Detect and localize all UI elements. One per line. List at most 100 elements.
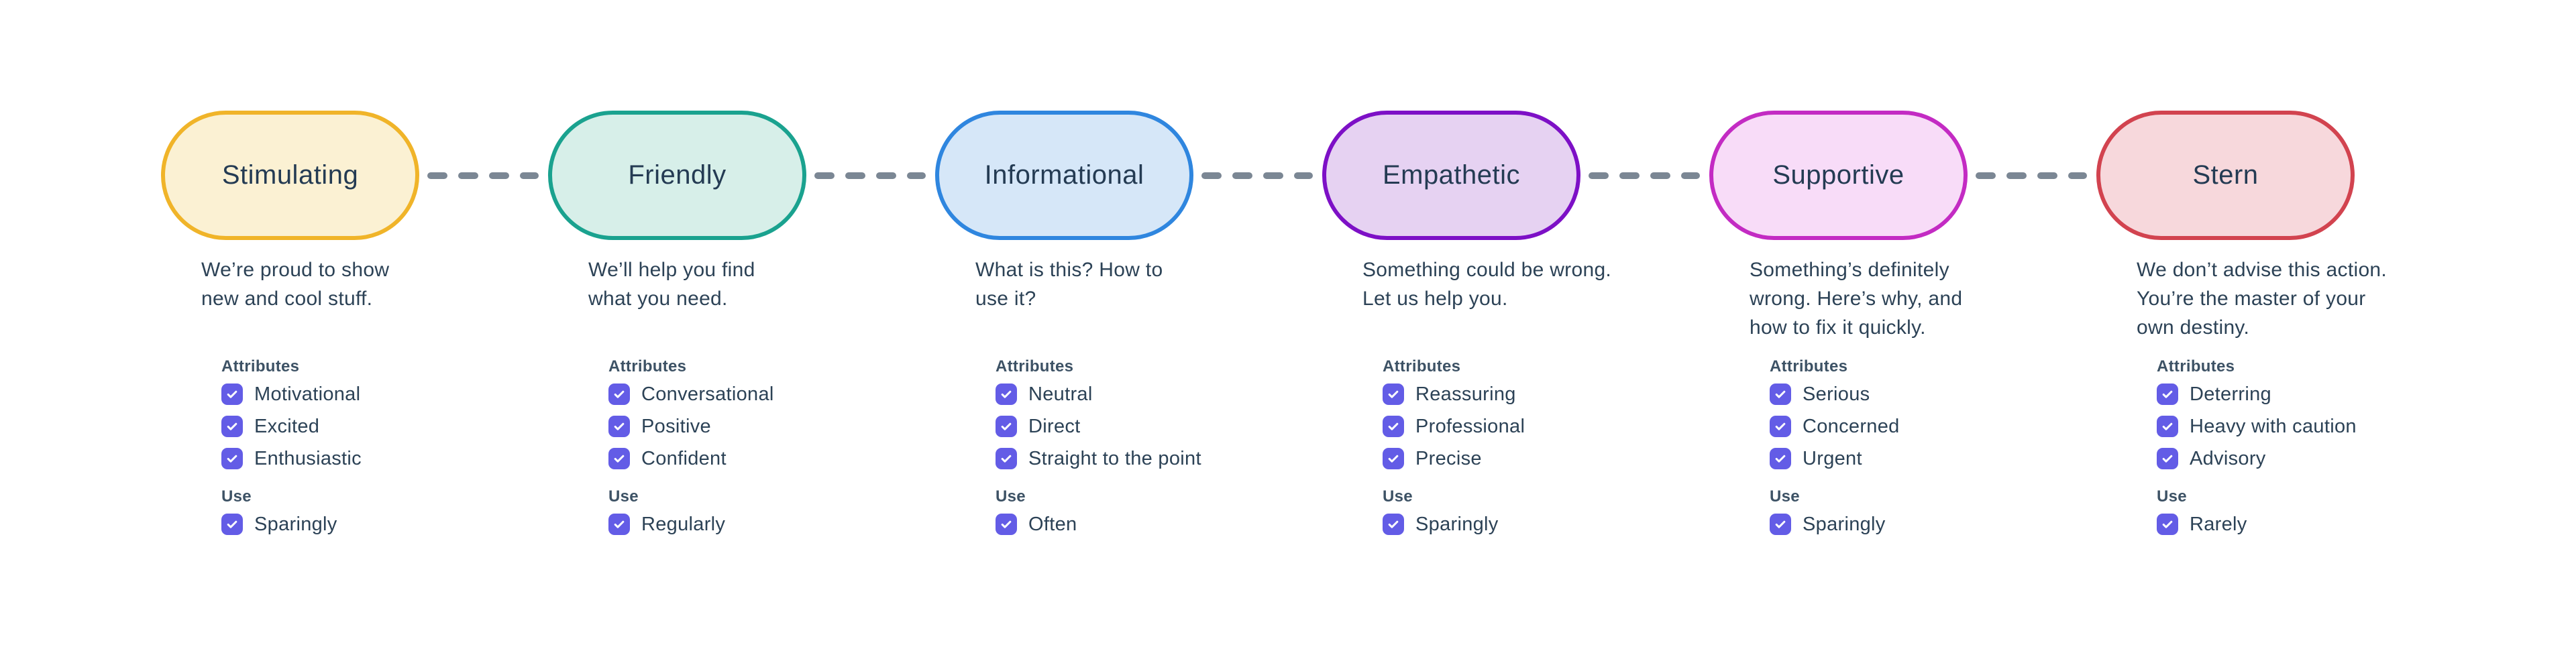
attribute-label: Urgent bbox=[1803, 447, 1862, 469]
use-row: Sparingly bbox=[221, 513, 362, 536]
check-icon bbox=[1001, 390, 1012, 398]
checkbox-checked[interactable] bbox=[1770, 514, 1791, 535]
tone-pill-label: Stern bbox=[2192, 160, 2259, 190]
use-label: Sparingly bbox=[254, 513, 337, 535]
tone-pill: Supportive bbox=[1709, 111, 1968, 240]
check-icon bbox=[227, 390, 237, 398]
attribute-row: Advisory bbox=[2157, 447, 2357, 470]
tone-column-empathetic: Empathetic Something could be wrong. Let… bbox=[1322, 0, 1709, 649]
tone-details: Attributes Conversational Positive Confi… bbox=[608, 357, 774, 545]
checkbox-checked[interactable] bbox=[608, 384, 630, 405]
use-label: Often bbox=[1028, 513, 1077, 535]
checkbox-checked[interactable] bbox=[221, 384, 243, 405]
checkbox-checked[interactable] bbox=[1770, 416, 1791, 437]
attribute-row: Excited bbox=[221, 415, 362, 438]
check-icon bbox=[614, 422, 625, 430]
attribute-row: Heavy with caution bbox=[2157, 415, 2357, 438]
checkbox-checked[interactable] bbox=[608, 416, 630, 437]
check-icon bbox=[1001, 422, 1012, 430]
checkbox-checked[interactable] bbox=[1383, 384, 1404, 405]
tone-details: Attributes Reassuring Professional Preci… bbox=[1383, 357, 1525, 545]
attribute-row: Reassuring bbox=[1383, 383, 1525, 406]
check-icon bbox=[1388, 422, 1399, 430]
attribute-row: Direct bbox=[996, 415, 1201, 438]
tone-pill-label: Informational bbox=[984, 160, 1144, 190]
check-icon bbox=[227, 520, 237, 528]
attribute-label: Neutral bbox=[1028, 383, 1093, 405]
attribute-row: Serious bbox=[1770, 383, 1900, 406]
checkbox-checked[interactable] bbox=[608, 448, 630, 469]
attribute-label: Serious bbox=[1803, 383, 1870, 405]
use-label: Rarely bbox=[2190, 513, 2247, 535]
use-header: Use bbox=[1383, 487, 1413, 506]
use-row: Often bbox=[996, 513, 1201, 536]
attribute-row: Concerned bbox=[1770, 415, 1900, 438]
use-label: Sparingly bbox=[1803, 513, 1886, 535]
check-icon bbox=[2162, 390, 2173, 398]
tone-pill-label: Friendly bbox=[628, 160, 727, 190]
attribute-row: Conversational bbox=[608, 383, 774, 406]
use-row: Sparingly bbox=[1383, 513, 1525, 536]
checkbox-checked[interactable] bbox=[221, 514, 243, 535]
attribute-label: Professional bbox=[1415, 415, 1525, 437]
attribute-row: Urgent bbox=[1770, 447, 1900, 470]
attribute-row: Professional bbox=[1383, 415, 1525, 438]
checkbox-checked[interactable] bbox=[2157, 384, 2178, 405]
checkbox-checked[interactable] bbox=[1383, 514, 1404, 535]
checkbox-checked[interactable] bbox=[996, 514, 1017, 535]
checkbox-checked[interactable] bbox=[996, 448, 1017, 469]
check-icon bbox=[1775, 520, 1786, 528]
tone-pill: Stern bbox=[2096, 111, 2355, 240]
check-icon bbox=[2162, 455, 2173, 463]
checkbox-checked[interactable] bbox=[996, 384, 1017, 405]
checkbox-checked[interactable] bbox=[221, 448, 243, 469]
attribute-row: Positive bbox=[608, 415, 774, 438]
use-header: Use bbox=[608, 487, 639, 506]
attribute-label: Direct bbox=[1028, 415, 1081, 437]
checkbox-checked[interactable] bbox=[221, 416, 243, 437]
use-header: Use bbox=[1770, 487, 1800, 506]
checkbox-checked[interactable] bbox=[1770, 448, 1791, 469]
check-icon bbox=[1388, 390, 1399, 398]
attributes-header: Attributes bbox=[996, 357, 1074, 375]
checkbox-checked[interactable] bbox=[2157, 448, 2178, 469]
checkbox-checked[interactable] bbox=[2157, 514, 2178, 535]
tone-pill: Friendly bbox=[548, 111, 806, 240]
use-header: Use bbox=[2157, 487, 2187, 506]
attribute-row: Deterring bbox=[2157, 383, 2357, 406]
tone-column-supportive: Supportive Something’s definitely wrong.… bbox=[1709, 0, 2096, 649]
attribute-row: Straight to the point bbox=[996, 447, 1201, 470]
use-header: Use bbox=[996, 487, 1026, 506]
check-icon bbox=[614, 520, 625, 528]
attribute-label: Positive bbox=[641, 415, 711, 437]
checkbox-checked[interactable] bbox=[1770, 384, 1791, 405]
checkbox-checked[interactable] bbox=[1383, 448, 1404, 469]
checkbox-checked[interactable] bbox=[996, 416, 1017, 437]
check-icon bbox=[227, 455, 237, 463]
attribute-row: Precise bbox=[1383, 447, 1525, 470]
checkbox-checked[interactable] bbox=[608, 514, 630, 535]
checkbox-checked[interactable] bbox=[1383, 416, 1404, 437]
check-icon bbox=[2162, 520, 2173, 528]
attribute-row: Neutral bbox=[996, 383, 1201, 406]
tone-description: Something could be wrong. Let us help yo… bbox=[1362, 259, 1612, 310]
attribute-label: Heavy with caution bbox=[2190, 415, 2357, 437]
use-row: Rarely bbox=[2157, 513, 2357, 536]
check-icon bbox=[2162, 422, 2173, 430]
check-icon bbox=[227, 422, 237, 430]
attributes-header: Attributes bbox=[221, 357, 300, 375]
tone-pill: Stimulating bbox=[161, 111, 419, 240]
tone-description: We don’t advise this action. You’re the … bbox=[2137, 259, 2387, 339]
use-row: Sparingly bbox=[1770, 513, 1900, 536]
tone-description: We’re proud to show new and cool stuff. bbox=[201, 259, 390, 310]
tone-description: Something’s definitely wrong. Here’s why… bbox=[1750, 259, 1963, 339]
use-row: Regularly bbox=[608, 513, 774, 536]
tone-details: Attributes Motivational Excited Enthusia… bbox=[221, 357, 362, 545]
check-icon bbox=[1775, 390, 1786, 398]
tone-description: What is this? How to use it? bbox=[975, 259, 1163, 310]
attribute-label: Straight to the point bbox=[1028, 447, 1201, 469]
use-label: Sparingly bbox=[1415, 513, 1499, 535]
tone-details: Attributes Neutral Direct Straight to th… bbox=[996, 357, 1201, 545]
checkbox-checked[interactable] bbox=[2157, 416, 2178, 437]
